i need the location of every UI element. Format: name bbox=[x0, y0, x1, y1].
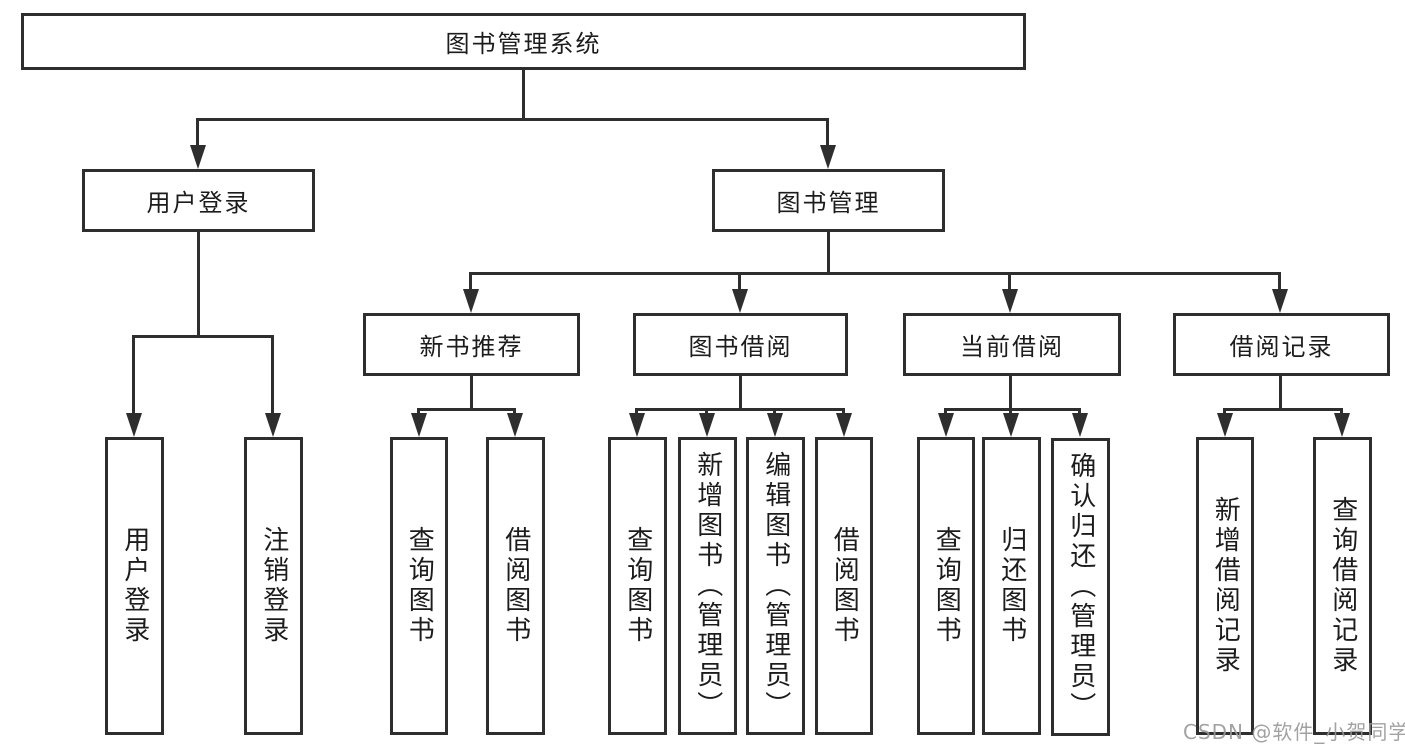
node-label: 借阅图书 bbox=[500, 526, 531, 646]
arrow-down-icon bbox=[1002, 289, 1018, 313]
connector-line bbox=[132, 335, 135, 415]
connector-line bbox=[739, 376, 742, 408]
connector-line bbox=[469, 272, 1281, 275]
arrow-down-icon bbox=[1217, 413, 1233, 437]
arrow-down-icon bbox=[767, 413, 783, 437]
connector-line bbox=[705, 408, 708, 417]
node-label: 查询图书 bbox=[622, 526, 653, 646]
node-label: 图书管理系统 bbox=[445, 30, 602, 58]
connector-line bbox=[196, 118, 829, 121]
connector-line bbox=[417, 408, 420, 417]
connector-line bbox=[197, 232, 200, 335]
node-label: 借阅记录 bbox=[1229, 333, 1334, 361]
node-label: 图书管理 bbox=[776, 189, 881, 217]
connector-line bbox=[196, 118, 199, 147]
leaf-return-books: 归还图书 bbox=[982, 437, 1041, 735]
connector-line bbox=[1009, 408, 1012, 417]
leaf-query-books-current: 查询图书 bbox=[917, 437, 975, 735]
arrow-down-icon bbox=[190, 145, 206, 169]
arrow-down-icon bbox=[1003, 413, 1019, 437]
arrow-down-icon bbox=[1272, 289, 1288, 313]
leaf-query-books-recommend: 查询图书 bbox=[390, 437, 448, 735]
arrow-down-icon bbox=[463, 289, 479, 313]
connector-line bbox=[842, 408, 845, 417]
node-label: 新增图书（管理员） bbox=[692, 451, 723, 721]
leaf-confirm-return-admin: 确认归还（管理员） bbox=[1051, 438, 1110, 736]
node-label: 新书推荐 bbox=[419, 333, 524, 361]
arrow-down-icon bbox=[629, 413, 645, 437]
connector-line bbox=[470, 376, 473, 408]
node-label: 注销登录 bbox=[258, 526, 289, 646]
arrow-down-icon bbox=[820, 145, 836, 169]
connector-line bbox=[944, 408, 1081, 411]
node-label: 新增借阅记录 bbox=[1210, 496, 1241, 676]
arrow-down-icon bbox=[699, 413, 715, 437]
node-label: 用户登录 bbox=[119, 526, 150, 646]
connector-line bbox=[417, 408, 516, 411]
node-label: 当前借阅 bbox=[960, 333, 1064, 361]
connector-line bbox=[826, 118, 829, 147]
leaf-query-books-borrowing: 查询图书 bbox=[608, 437, 667, 735]
connector-line bbox=[1223, 408, 1343, 411]
connector-line bbox=[132, 335, 274, 338]
node-book-borrowing: 图书借阅 bbox=[633, 313, 848, 376]
leaf-logout: 注销登录 bbox=[244, 437, 303, 735]
arrow-down-icon bbox=[507, 413, 523, 437]
node-label: 查询借阅记录 bbox=[1327, 496, 1358, 676]
node-label: 查询图书 bbox=[404, 526, 435, 646]
connector-line bbox=[1009, 376, 1012, 408]
arrow-down-icon bbox=[265, 413, 281, 437]
node-borrowing-records: 借阅记录 bbox=[1173, 313, 1390, 376]
arrow-down-icon bbox=[411, 413, 427, 437]
connector-line bbox=[1279, 376, 1282, 408]
arrow-down-icon bbox=[732, 289, 748, 313]
leaf-query-borrow-record: 查询借阅记录 bbox=[1313, 437, 1372, 735]
connector-line bbox=[1008, 272, 1011, 291]
connector-line bbox=[738, 272, 741, 291]
leaf-add-books-admin: 新增图书（管理员） bbox=[678, 437, 737, 735]
connector-line bbox=[1078, 408, 1081, 417]
connector-line bbox=[271, 335, 274, 415]
node-label: 查询图书 bbox=[931, 526, 962, 646]
connector-line bbox=[635, 408, 845, 411]
node-label: 编辑图书（管理员） bbox=[760, 451, 791, 721]
node-book-management: 图书管理 bbox=[712, 169, 945, 232]
node-user-login: 用户登录 bbox=[82, 169, 315, 232]
leaf-user-login: 用户登录 bbox=[105, 437, 164, 735]
leaf-add-borrow-record: 新增借阅记录 bbox=[1196, 437, 1254, 735]
node-label: 确认归还（管理员） bbox=[1065, 452, 1096, 722]
arrow-down-icon bbox=[836, 413, 852, 437]
connector-line bbox=[827, 232, 830, 272]
arrow-down-icon bbox=[938, 413, 954, 437]
leaf-borrow-books-recommend: 借阅图书 bbox=[486, 437, 545, 735]
node-label: 用户登录 bbox=[146, 189, 251, 217]
arrow-down-icon bbox=[1072, 413, 1088, 437]
node-library-management-system: 图书管理系统 bbox=[21, 13, 1026, 70]
connector-line bbox=[1278, 272, 1281, 291]
node-label: 归还图书 bbox=[996, 526, 1027, 646]
arrow-down-icon bbox=[1334, 413, 1350, 437]
connector-line bbox=[1223, 408, 1226, 417]
node-label: 图书借阅 bbox=[688, 333, 793, 361]
arrow-down-icon bbox=[126, 413, 142, 437]
node-new-book-recommendation: 新书推荐 bbox=[363, 313, 580, 376]
node-current-borrowing: 当前借阅 bbox=[903, 313, 1121, 376]
connector-line bbox=[773, 408, 776, 417]
connector-line bbox=[635, 408, 638, 417]
watermark: CSDN @软件_小贺同学 bbox=[1183, 720, 1405, 744]
connector-line bbox=[513, 408, 516, 417]
connector-line bbox=[1340, 408, 1343, 417]
leaf-edit-books-admin: 编辑图书（管理员） bbox=[746, 437, 805, 735]
connector-line bbox=[522, 70, 525, 118]
connector-line bbox=[469, 272, 472, 291]
node-label: 借阅图书 bbox=[829, 526, 860, 646]
connector-line bbox=[944, 408, 947, 417]
leaf-borrow-books-borrowing: 借阅图书 bbox=[815, 437, 873, 735]
